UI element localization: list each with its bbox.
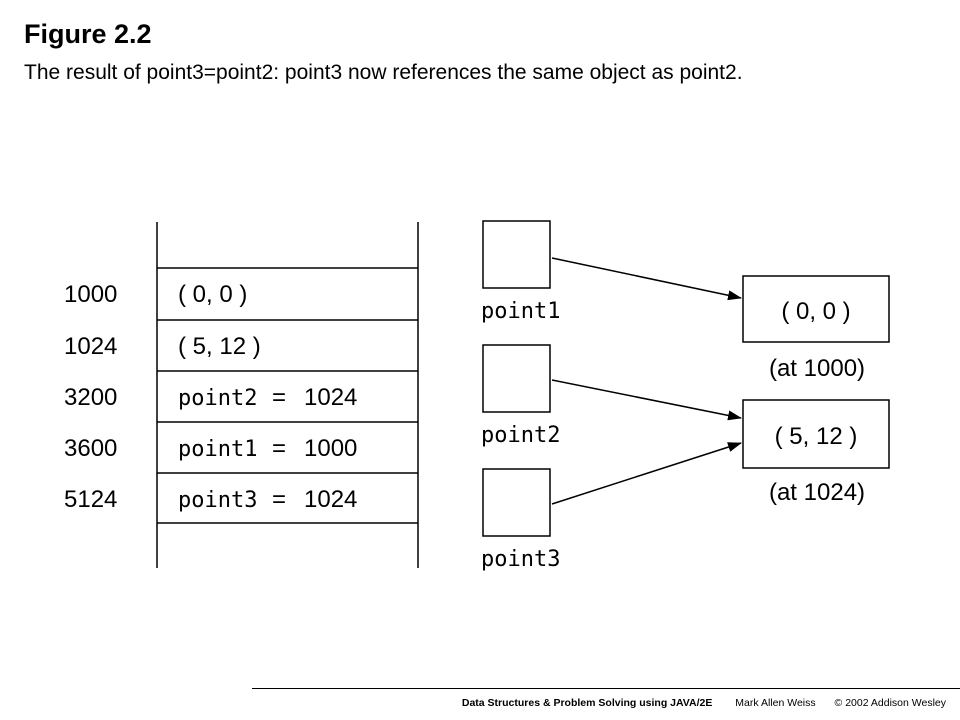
- memory-cell-object: ( 0, 0 ): [178, 281, 247, 308]
- memory-table: [156, 222, 419, 568]
- reference-arrow-point3: [551, 442, 742, 505]
- memory-address: 1024: [64, 333, 117, 360]
- reference-box-point2: [482, 344, 551, 413]
- memory-address: 1000: [64, 281, 117, 308]
- reference-box-point3: [482, 468, 551, 537]
- object-box-5-12: [742, 399, 890, 469]
- memory-address: 5124: [64, 486, 117, 513]
- reference-box-point1: [482, 220, 551, 289]
- reference-label: point1: [481, 299, 560, 324]
- reference-label: point2: [481, 423, 560, 448]
- footer-author: Mark Allen Weiss: [735, 697, 816, 709]
- object-value: ( 5, 12 ): [775, 423, 858, 450]
- memory-cell-equals: =: [272, 435, 286, 462]
- reference-arrow-point1: [551, 257, 742, 301]
- memory-cell-value: 1024: [304, 486, 357, 513]
- memory-cell-equals: =: [272, 384, 286, 411]
- memory-cell-equals: =: [272, 486, 286, 513]
- memory-cell-object: ( 5, 12 ): [178, 333, 261, 360]
- reference-label: point3: [481, 547, 560, 572]
- memory-cell-variable: point3: [178, 488, 257, 513]
- memory-address: 3200: [64, 384, 117, 411]
- memory-cell-variable: point1: [178, 437, 257, 462]
- footer-rule: [252, 688, 960, 689]
- footer-copyright: © 2002 Addison Wesley: [834, 697, 946, 709]
- object-value: ( 0, 0 ): [781, 298, 850, 325]
- footer: Data Structures & Problem Solving using …: [462, 698, 946, 709]
- reference-arrow-point2: [551, 379, 742, 421]
- memory-cell-value: 1000: [304, 435, 357, 462]
- memory-cell-variable: point2: [178, 386, 257, 411]
- figure-caption: The result of point3=point2: point3 now …: [24, 61, 743, 84]
- object-box-0-0: [742, 275, 890, 343]
- object-location: (at 1024): [769, 479, 865, 506]
- object-location: (at 1000): [769, 355, 865, 382]
- memory-cell-value: 1024: [304, 384, 357, 411]
- memory-address: 3600: [64, 435, 117, 462]
- figure-title: Figure 2.2: [24, 19, 152, 49]
- footer-book-title: Data Structures & Problem Solving using …: [461, 697, 713, 709]
